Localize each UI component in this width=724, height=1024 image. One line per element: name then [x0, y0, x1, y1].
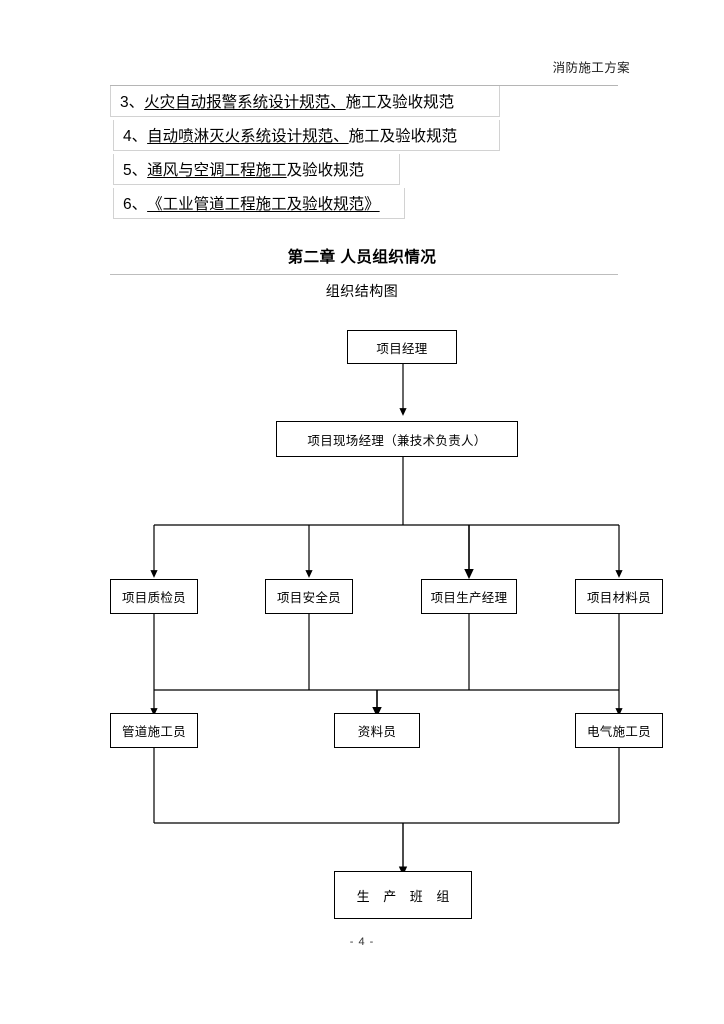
chart-subtitle: 组织结构图: [325, 283, 399, 299]
list-item: 6、 《工业管道工程施工及验收规范》: [113, 188, 405, 219]
org-node-label: 项目材料员: [586, 591, 651, 605]
org-node-safety-officer[interactable]: 项目安全员: [265, 579, 353, 614]
org-node-project-manager[interactable]: 项目经理: [347, 330, 457, 364]
page-header: 消防施工方案: [0, 0, 724, 88]
list-item-number: 6、: [123, 196, 148, 213]
org-node-quality-inspector[interactable]: 项目质检员: [110, 579, 198, 614]
list-item-plain-text: 施工及验收规范: [345, 94, 455, 111]
chapter-divider: [110, 274, 618, 275]
org-node-production-manager[interactable]: 项目生产经理: [421, 579, 517, 614]
list-item: 5、 通风与空调工程施工 及验收规范: [113, 154, 400, 185]
org-node-document-clerk[interactable]: 资料员: [334, 713, 420, 748]
page-footer: - 4 -: [349, 936, 375, 948]
header-divider: [110, 85, 618, 86]
header-title: 消防施工方案: [552, 61, 630, 75]
org-node-material-officer[interactable]: 项目材料员: [575, 579, 663, 614]
list-item-underlined-text: 《工业管道工程施工及验收规范》: [147, 196, 380, 213]
org-node-electrical-worker[interactable]: 电气施工员: [575, 713, 663, 748]
list-item: 4、 自动喷淋灭火系统设计规范、 施工及验收规范: [113, 120, 500, 151]
org-node-label: 项目安全员: [276, 591, 341, 605]
list-item-number: 5、: [123, 162, 148, 179]
org-node-label: 管道施工员: [121, 725, 186, 739]
org-node-production-team[interactable]: 生 产 班 组: [334, 871, 472, 919]
list-item-underlined-text: 自动喷淋灭火系统设计规范、: [147, 128, 349, 145]
org-node-label: 电气施工员: [586, 725, 651, 739]
org-node-label: 项目质检员: [121, 591, 186, 605]
list-item-plain-text: 施工及验收规范: [348, 128, 458, 145]
org-node-label: 项目生产经理: [430, 591, 508, 605]
chapter-title: 第二章 人员组织情况: [287, 249, 437, 266]
org-node-label: 资料员: [357, 725, 397, 739]
list-item: 3、 火灾自动报警系统设计规范、 施工及验收规范: [110, 86, 500, 117]
org-node-label: 项目经理: [376, 341, 428, 356]
org-node-site-manager[interactable]: 项目现场经理（兼技术负责人）: [276, 421, 518, 457]
list-item-underlined-text: 火灾自动报警系统设计规范、: [144, 94, 346, 111]
org-node-label: 项目现场经理（兼技术负责人）: [307, 433, 487, 448]
org-node-pipe-worker[interactable]: 管道施工员: [110, 713, 198, 748]
list-item-number: 4、: [123, 128, 148, 145]
list-item-plain-text: 及验收规范: [286, 162, 365, 179]
list-item-number: 3、: [120, 94, 145, 111]
org-node-label: 生 产 班 组: [356, 888, 455, 904]
list-item-underlined-text: 通风与空调工程施工: [147, 162, 287, 179]
